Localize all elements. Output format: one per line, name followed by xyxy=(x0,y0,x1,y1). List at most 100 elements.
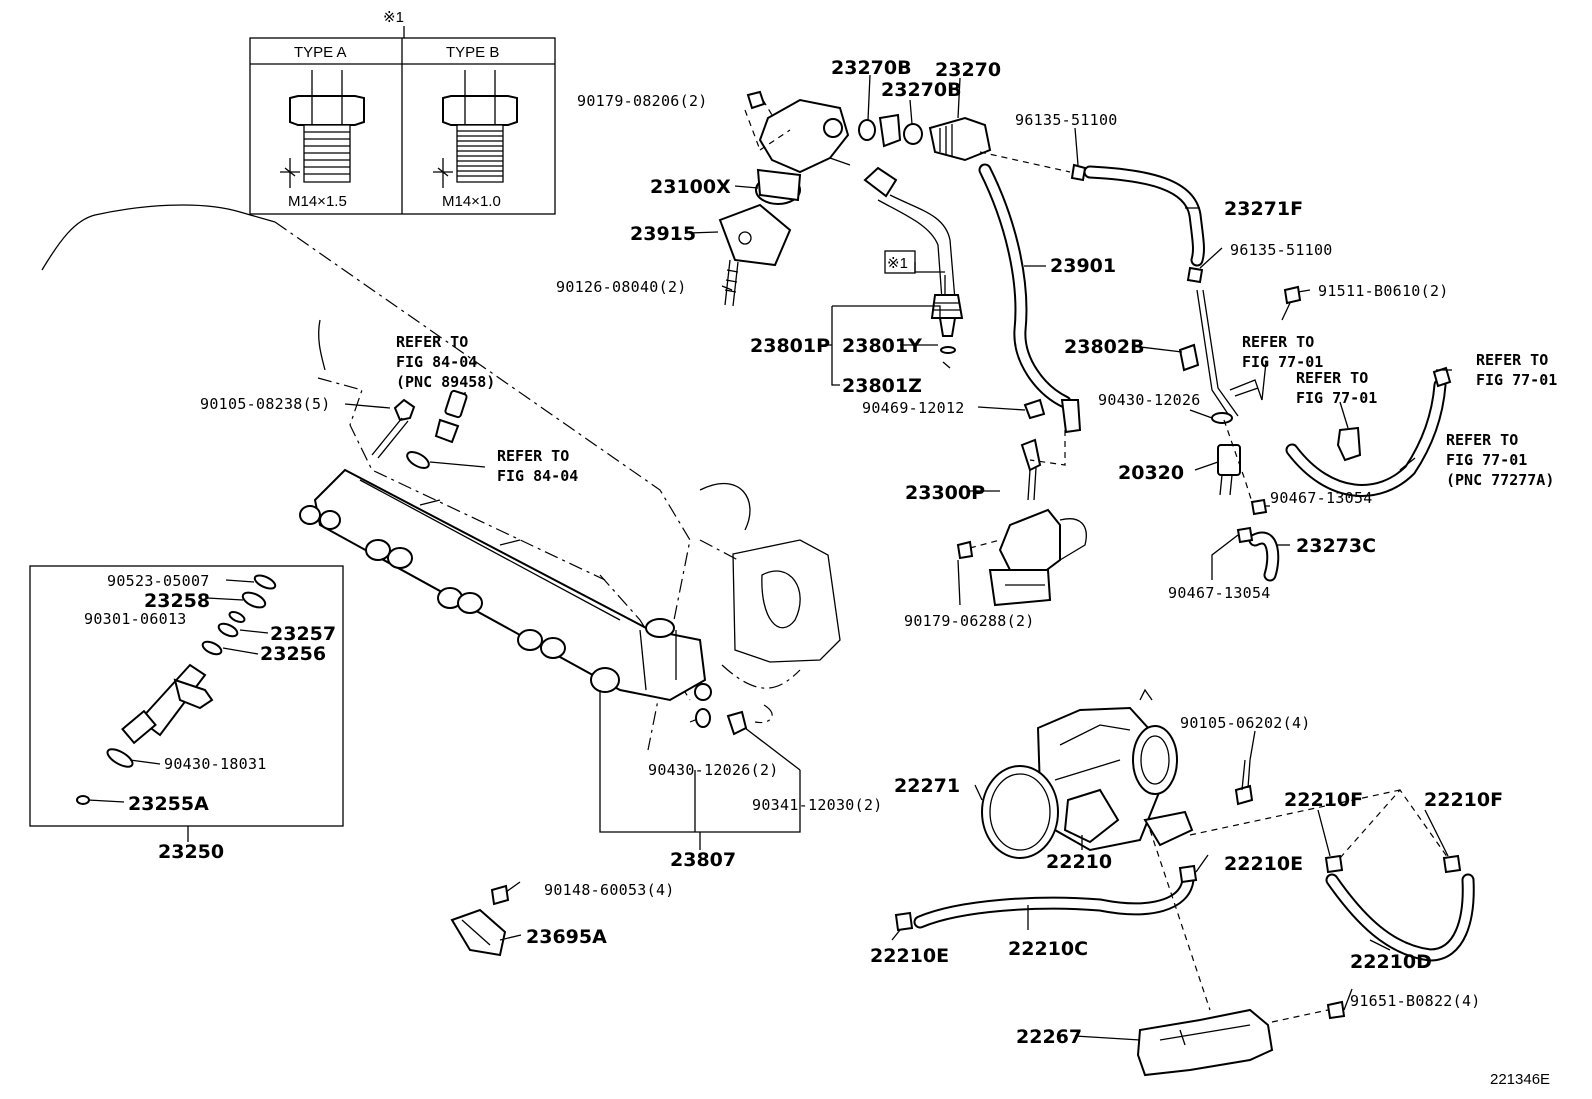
clip-22210e-b-icon xyxy=(1178,864,1198,884)
hose-77277a-icon xyxy=(1285,366,1452,497)
bolt-90105-08238-icon xyxy=(371,398,416,459)
label-23901: 23901 xyxy=(1050,255,1116,277)
bolt-90105-06202-icon xyxy=(1234,759,1254,806)
clip-22210e-a-icon xyxy=(894,911,914,932)
throttle-body-22210-icon xyxy=(1036,688,1194,852)
engine-outline xyxy=(41,204,841,751)
label-90126-08040: 90126-08040(2) xyxy=(556,278,687,296)
figure-code: 221346E xyxy=(1490,1071,1550,1088)
ref1-line2: FIG 84-04 xyxy=(396,353,477,371)
label-23801Z: 23801Z xyxy=(842,375,922,397)
label-91511-B0610: 91511-B0610(2) xyxy=(1318,282,1449,300)
ref3-line1: REFER TO xyxy=(1242,333,1314,351)
ref5-line2: FIG 77-01 xyxy=(1476,371,1557,389)
type-a-thread: M14×1.5 xyxy=(288,193,347,210)
ref5-line1: REFER TO xyxy=(1476,351,1548,369)
label-22267: 22267 xyxy=(1016,1026,1082,1048)
label-20320: 20320 xyxy=(1118,462,1184,484)
bolt-91511-b0610-icon xyxy=(1281,285,1302,321)
bolt-90148-60053-icon xyxy=(490,884,510,906)
gasket-90430-12026-a-icon xyxy=(1211,412,1233,424)
label-22210E-b: 22210E xyxy=(870,945,949,967)
label-22210D: 22210D xyxy=(1350,951,1432,973)
clip-96135-51100-b-icon xyxy=(1186,266,1204,284)
leader-lines xyxy=(87,74,1452,1041)
label-96135-51100-a: 96135-51100 xyxy=(1015,111,1118,129)
bolt-90179-06288-icon xyxy=(956,540,974,560)
label-90179-08206: 90179-08206(2) xyxy=(577,92,708,110)
label-23695A: 23695A xyxy=(526,926,607,948)
bracket-23695a-icon xyxy=(450,908,507,957)
clip-90469-12012-icon xyxy=(1023,398,1046,420)
label-90301-06013: 90301-06013 xyxy=(84,610,187,628)
clip-96135-51100-a-icon xyxy=(1070,163,1087,182)
label-23270B-b: 23270B xyxy=(881,79,962,101)
gasket-22271-icon xyxy=(981,765,1059,859)
type-a-title: TYPE A xyxy=(294,44,347,61)
label-23273C: 23273C xyxy=(1296,535,1376,557)
label-23270B-a: 23270B xyxy=(831,57,912,79)
mark1-label: ※1 xyxy=(887,255,908,272)
ref3-line2: FIG 77-01 xyxy=(1242,353,1323,371)
vsv-20320-icon xyxy=(1217,444,1241,496)
injector-assembly-box xyxy=(29,565,344,842)
ref6-line1: REFER TO xyxy=(1446,431,1518,449)
type-b-thread: M14×1.0 xyxy=(442,193,501,210)
label-90148-60053: 90148-60053(4) xyxy=(544,881,675,899)
ref2-line2: FIG 84-04 xyxy=(497,467,578,485)
label-23801P: 23801P xyxy=(750,335,830,357)
label-23255A: 23255A xyxy=(128,793,209,815)
label-23300P: 23300P xyxy=(905,482,985,504)
label-22210F-b: 22210F xyxy=(1424,789,1503,811)
label-90430-12026-b: 90430-12026(2) xyxy=(648,761,779,779)
mark1-box xyxy=(884,250,916,274)
label-23807: 23807 xyxy=(670,849,736,871)
label-90469-12012: 90469-12012 xyxy=(862,399,965,417)
label-90523-05007: 90523-05007 xyxy=(107,572,210,590)
ref6-line2: FIG 77-01 xyxy=(1446,451,1527,469)
label-23100X: 23100X xyxy=(650,176,731,198)
label-90467-13054-b: 90467-13054 xyxy=(1168,584,1271,602)
bolt-91651-b0822-icon xyxy=(1326,1000,1346,1020)
hose-23273c-icon xyxy=(1248,531,1280,582)
pipe-23802b-icon xyxy=(1178,289,1263,421)
inset-mark: ※1 xyxy=(383,9,404,26)
ref2-line1: REFER TO xyxy=(497,447,569,465)
label-23258: 23258 xyxy=(144,590,210,612)
label-90467-13054-a: 90467-13054 xyxy=(1270,489,1373,507)
thread-type-inset: ※1 TYPE A TYPE B M14×1.5 xyxy=(249,9,556,215)
label-96135-51100-b: 96135-51100 xyxy=(1230,241,1333,259)
fitting-type-b-icon xyxy=(433,70,518,188)
fuel-pump-23100x-icon xyxy=(718,98,851,307)
hose-23901-icon xyxy=(978,163,1082,434)
ref1-line3: (PNC 89458) xyxy=(396,373,495,391)
label-22210: 22210 xyxy=(1046,851,1112,873)
label-23257: 23257 xyxy=(270,623,336,645)
part-labels: 23270B 23270 23270B 90179-08206(2) 96135… xyxy=(84,57,1550,1088)
clip-90467-13054-a-icon xyxy=(1250,498,1268,516)
label-23256: 23256 xyxy=(260,643,326,665)
type-b-title: TYPE B xyxy=(446,44,499,61)
reference-notes: REFER TO FIG 84-04 (PNC 89458) REFER TO … xyxy=(396,333,1557,489)
ref4-line1: REFER TO xyxy=(1296,369,1368,387)
bracket-22267-icon xyxy=(1136,1008,1274,1077)
hose-23271f-icon xyxy=(1083,165,1205,267)
label-23801Y: 23801Y xyxy=(842,335,922,357)
ref1-line1: REFER TO xyxy=(396,333,468,351)
hose-22210d-icon xyxy=(1325,873,1475,962)
plug-90341-icon xyxy=(726,710,748,736)
label-90105-08238: 90105-08238(5) xyxy=(200,395,331,413)
label-22210F-a: 22210F xyxy=(1284,789,1363,811)
valve-23300p-icon xyxy=(988,438,1087,607)
fitting-type-a-icon xyxy=(280,70,365,188)
label-90430-12026-a: 90430-12026 xyxy=(1098,391,1201,409)
label-23915: 23915 xyxy=(630,223,696,245)
sensor-89458-icon xyxy=(434,389,468,444)
label-90179-06288: 90179-06288(2) xyxy=(904,612,1035,630)
hose-22210c-icon xyxy=(913,873,1195,929)
label-22210E-a: 22210E xyxy=(1224,853,1303,875)
label-23802B: 23802B xyxy=(1064,336,1145,358)
ref6-line3: (PNC 77277A) xyxy=(1446,471,1554,489)
fuel-rail-icon xyxy=(299,468,712,728)
